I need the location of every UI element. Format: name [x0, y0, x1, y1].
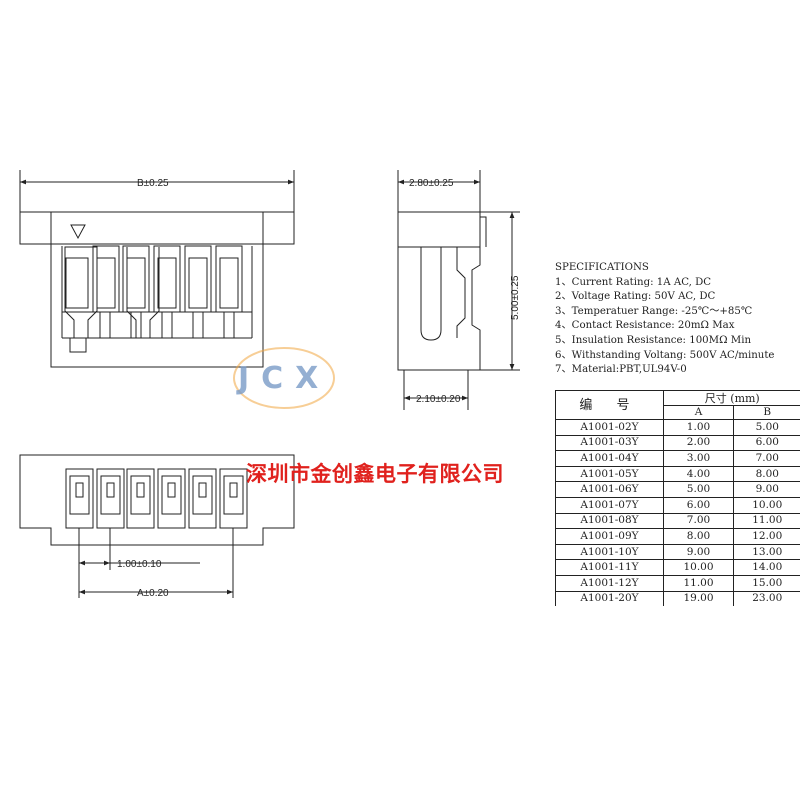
dim-a-cell: 1.00: [663, 419, 734, 436]
dim-a-cell: 9.00: [663, 543, 734, 561]
dim-b-cell: 9.00: [732, 481, 800, 498]
dim-b-cell: 13.00: [732, 543, 800, 561]
dim-a-cell: 7.00: [663, 512, 734, 530]
dim-b-cell: 14.00: [732, 559, 800, 576]
dim-a-label: A±0.20: [137, 588, 169, 599]
dim-depth-label: 2.80±0.25: [409, 178, 454, 189]
dim-b-cell: 8.00: [732, 465, 800, 483]
part-number-cell: A1001-12Y: [555, 574, 664, 592]
dim-a-cell: 19.00: [663, 590, 734, 607]
dim-a-cell: 5.00: [663, 481, 734, 498]
spec-item: 7、Material:PBT,UL94V-0: [555, 364, 687, 376]
spec-item: 4、Contact Resistance: 20mΩ Max: [555, 320, 735, 332]
part-number-cell: A1001-05Y: [555, 465, 664, 483]
dim-b-cell: 15.00: [732, 574, 800, 592]
dim-b-cell: 23.00: [732, 590, 800, 607]
spec-item: 2、Voltage Rating: 50V AC, DC: [555, 291, 716, 303]
logo-swoosh: [233, 347, 335, 409]
side-view: [397, 170, 520, 410]
part-number-cell: A1001-03Y: [555, 434, 664, 452]
part-number-cell: A1001-06Y: [555, 481, 664, 498]
spec-item: 6、Withstanding Voltang: 500V AC/minute: [555, 349, 775, 361]
dim-b-cell: 6.00: [732, 434, 800, 452]
bottom-contacts: [65, 468, 248, 529]
part-number-cell: A1001-04Y: [555, 450, 664, 467]
dim-a-cell: 10.00: [663, 559, 734, 576]
size-header: 尺寸 (mm): [662, 390, 800, 406]
bottom-view: [19, 454, 295, 598]
dim-a-cell: 11.00: [663, 574, 734, 592]
jcx-logo: JCX: [233, 347, 335, 409]
part-number-cell: A1001-09Y: [555, 528, 664, 545]
code-header: 编 号: [555, 390, 664, 420]
dim-b-label: B±0.25: [137, 178, 169, 189]
dim-b-cell: 12.00: [732, 528, 800, 545]
company-name: 深圳市金创鑫电子有限公司: [246, 462, 504, 486]
dim-a-cell: 6.00: [663, 496, 734, 514]
front-view: [19, 170, 295, 368]
front-slots: [61, 245, 253, 353]
col-b-header: B: [732, 405, 800, 420]
part-number-cell: A1001-10Y: [555, 543, 664, 561]
part-number-cell: A1001-11Y: [555, 559, 664, 576]
dim-a-cell: 8.00: [663, 528, 734, 545]
part-number-cell: A1001-02Y: [555, 419, 664, 436]
dim-b-cell: 5.00: [732, 419, 800, 436]
dim-b-cell: 7.00: [732, 450, 800, 467]
part-number-cell: A1001-07Y: [555, 496, 664, 514]
dim-height-label: 5.00±0.25: [510, 275, 521, 320]
dim-a-cell: 2.00: [663, 434, 734, 452]
part-number-cell: A1001-20Y: [555, 590, 664, 607]
part-number-cell: A1001-08Y: [555, 512, 664, 530]
dim-b-cell: 10.00: [732, 496, 800, 514]
spec-item: 5、Insulation Resistance: 100MΩ Min: [555, 334, 752, 346]
dim-pitch-label: 1.00±0.10: [117, 559, 162, 570]
dim-a-cell: 4.00: [663, 465, 734, 483]
dim-a-cell: 3.00: [663, 450, 734, 467]
dim-b-cell: 11.00: [732, 512, 800, 530]
specifications: SPECIFICATIONS 1、Current Rating: 1A AC, …: [555, 261, 800, 378]
col-a-header: A: [663, 405, 734, 420]
spec-item: 1、Current Rating: 1A AC, DC: [555, 276, 712, 288]
spec-item: 3、Temperatuer Range: -25℃～+85℃: [555, 305, 753, 317]
dim-base-label: 2.10±0.20: [416, 394, 461, 405]
logo-text: JCX: [236, 361, 330, 396]
specifications-title: SPECIFICATIONS: [555, 262, 649, 273]
